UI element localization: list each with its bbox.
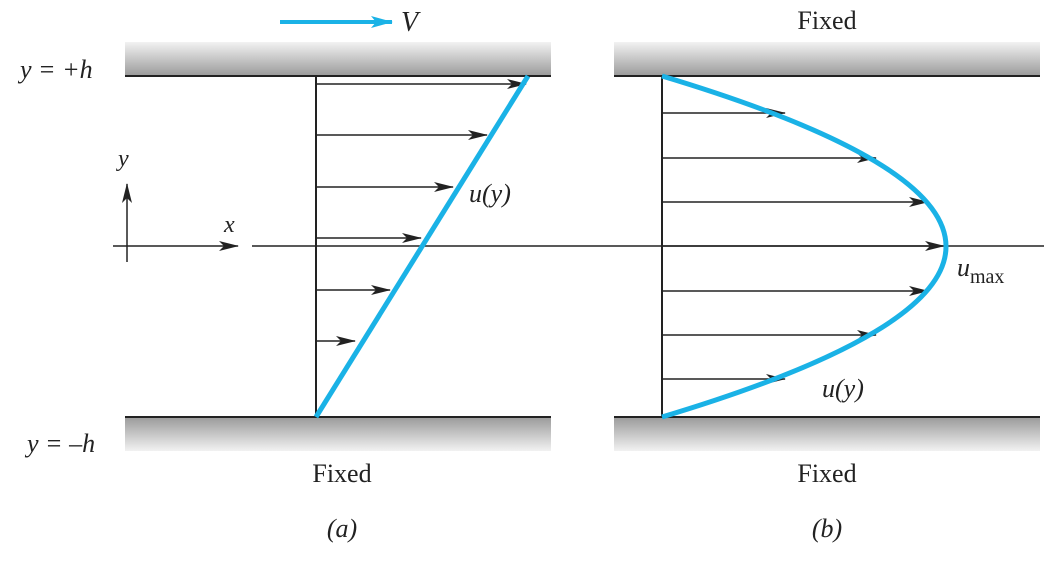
umax-u: u bbox=[957, 253, 970, 282]
axis-x-label: x bbox=[223, 212, 235, 238]
linear-profile-a bbox=[313, 74, 531, 419]
top-plate-b bbox=[614, 42, 1040, 76]
bottom-plate-b bbox=[614, 417, 1040, 451]
axis-y-label: y bbox=[116, 146, 129, 172]
bottom-plate-a-fixed-label: Fixed bbox=[312, 459, 371, 488]
profile-b-label: u(y) bbox=[822, 374, 864, 403]
y-top-label: y = +h bbox=[17, 55, 93, 84]
profile-a-label: u(y) bbox=[469, 179, 511, 208]
umax-label: umax bbox=[957, 253, 1004, 288]
y-bottom-label: y = –h bbox=[24, 429, 95, 458]
caption-b: (b) bbox=[812, 514, 842, 543]
velocity-vectors-b bbox=[662, 108, 945, 384]
bottom-plate-b-fixed-label: Fixed bbox=[797, 459, 856, 488]
velocity-vectors-a bbox=[316, 79, 527, 346]
umax-subscript: max bbox=[970, 266, 1004, 288]
bottom-plate-a bbox=[125, 417, 551, 451]
velocity-label: V bbox=[401, 7, 421, 38]
top-plate-a bbox=[125, 42, 551, 76]
caption-a: (a) bbox=[327, 514, 357, 543]
top-plate-b-fixed-label: Fixed bbox=[797, 6, 856, 35]
parabolic-profile-b bbox=[661, 73, 949, 420]
